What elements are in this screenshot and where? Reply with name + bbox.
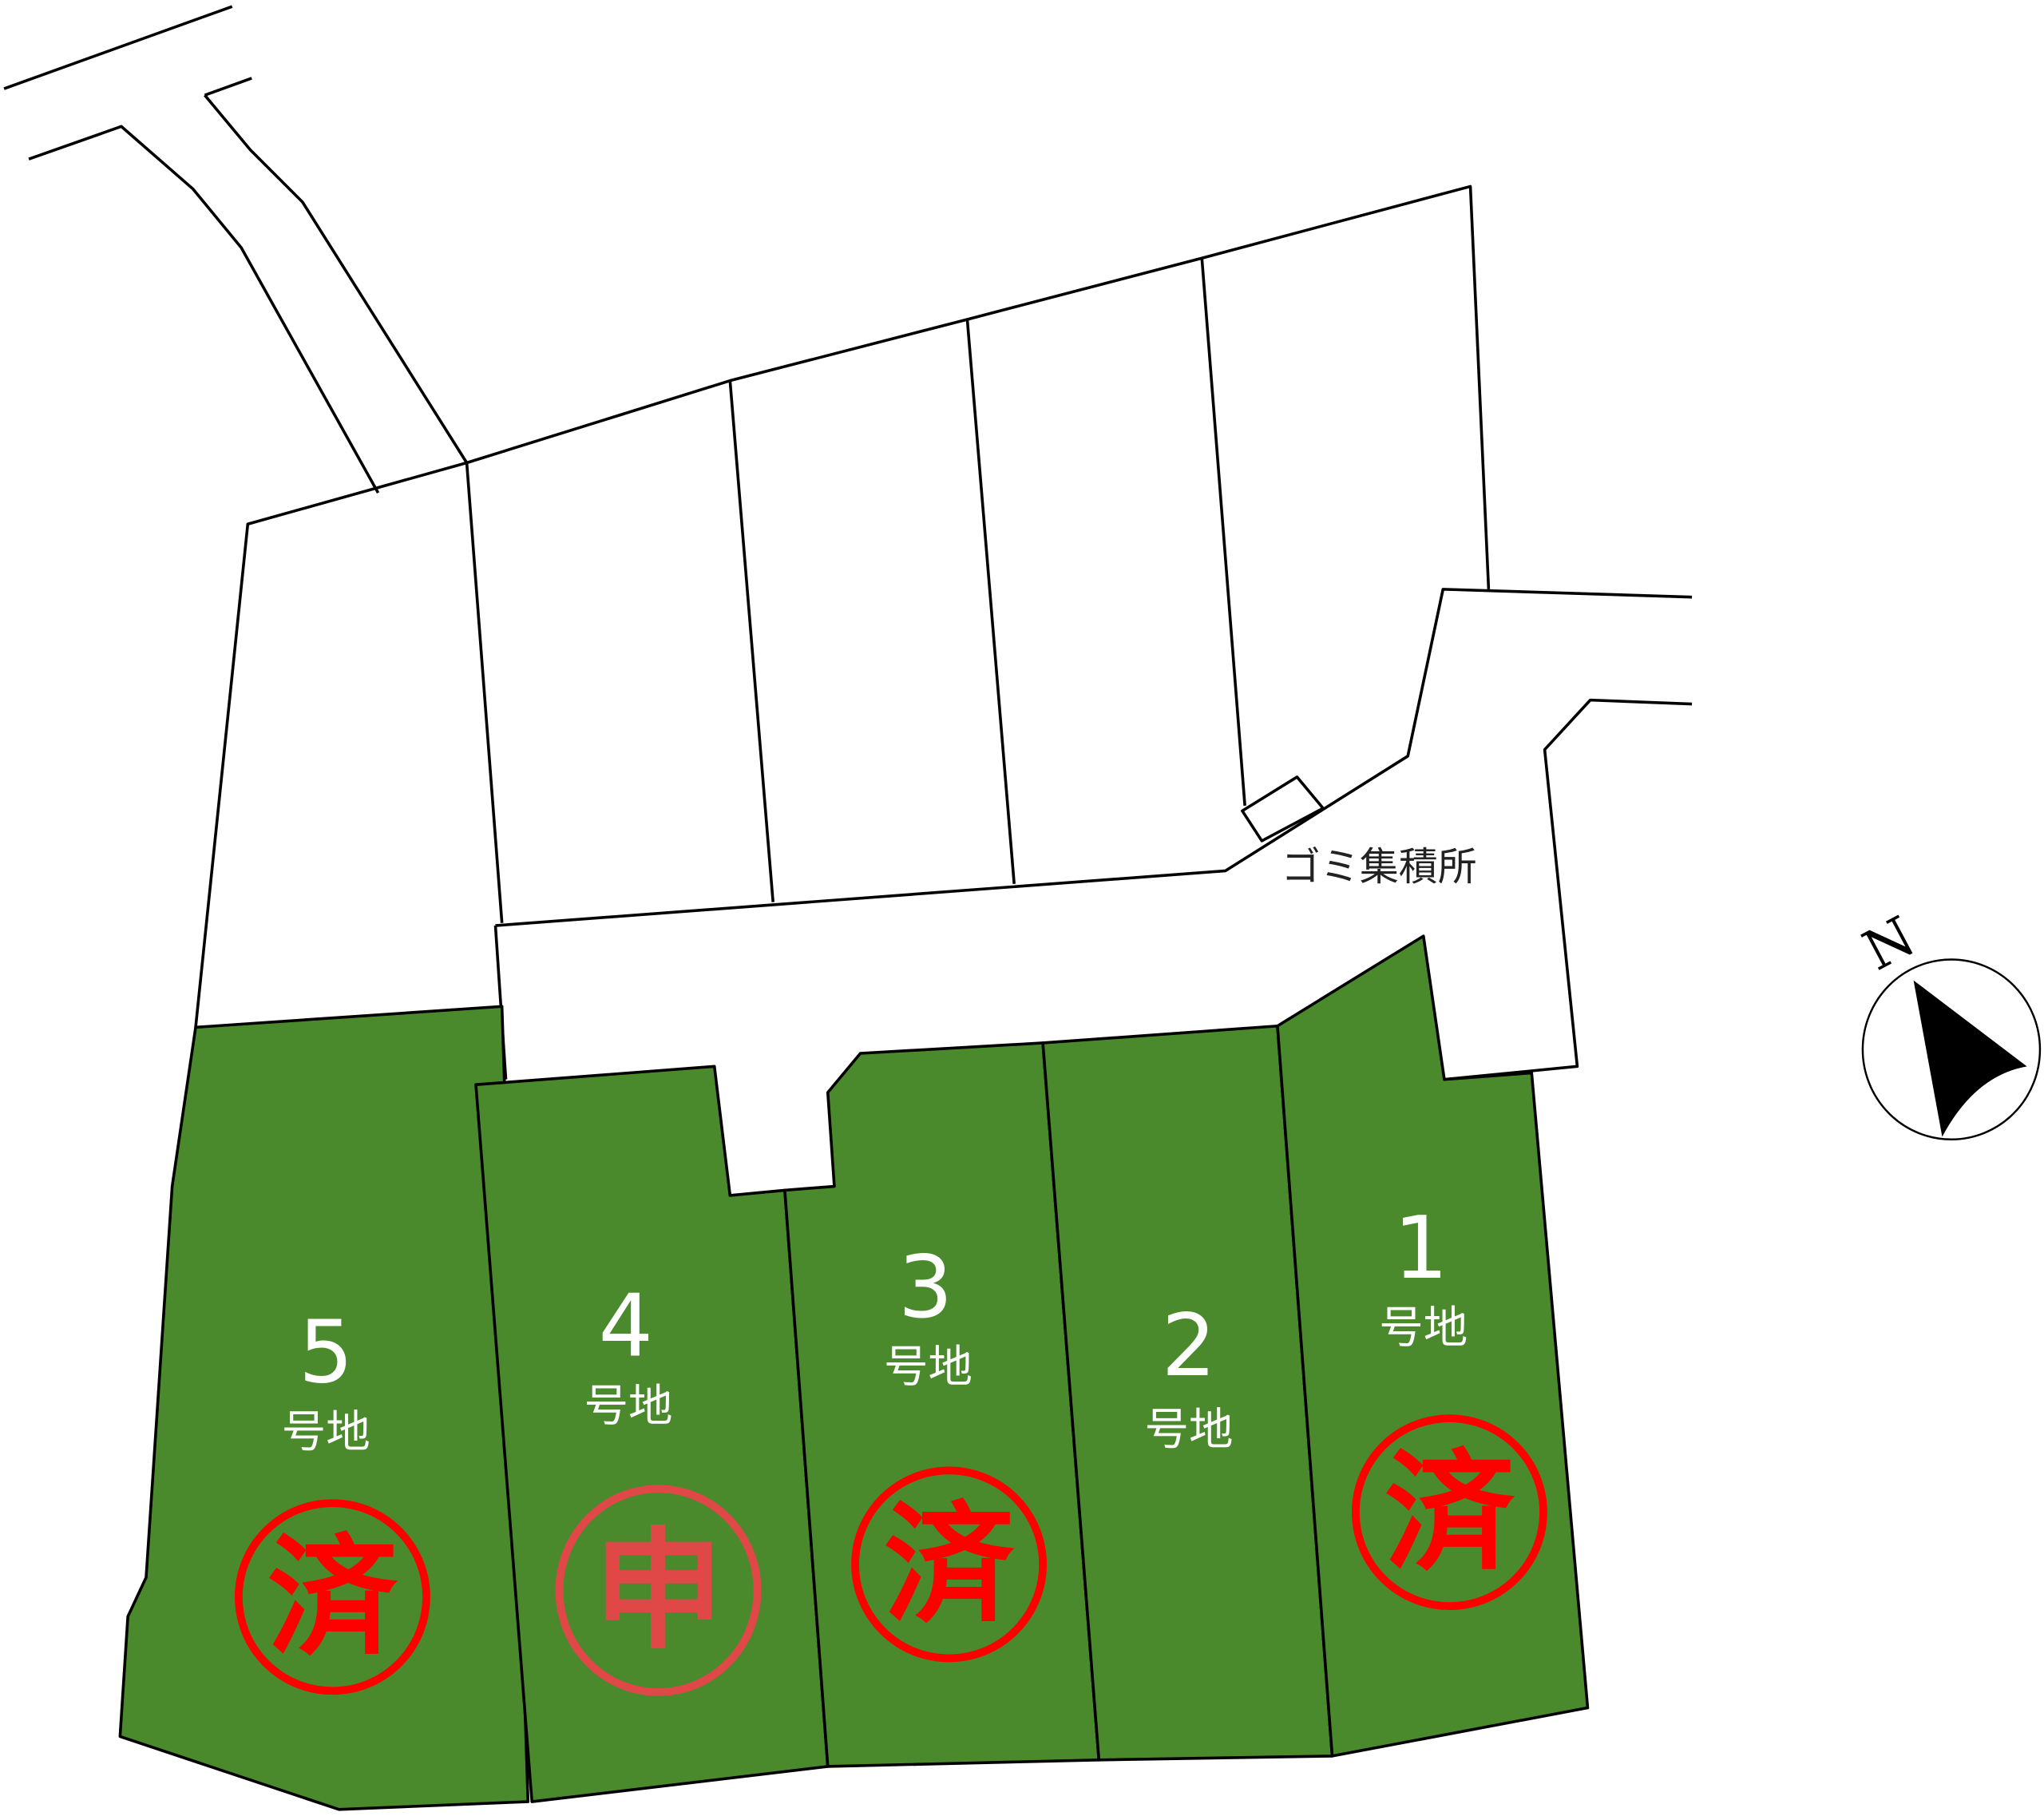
lot-3-sold-stamp: 済 [851, 1466, 1048, 1663]
svg-text:号地: 号地 [282, 1406, 370, 1458]
garbage-station-label: ゴミ集積所 [1281, 844, 1477, 890]
lot-4-label: 4 号地 [584, 1277, 672, 1433]
lot-5-label: 5 号地 [282, 1303, 370, 1458]
north-arrow-icon: N [1853, 905, 2042, 1140]
lot-1-area[interactable] [1276, 934, 1590, 1758]
access-road [3, 5, 469, 494]
svg-text:5: 5 [299, 1303, 354, 1402]
svg-text:号地: 号地 [1379, 1302, 1468, 1354]
upper-lots [194, 184, 1491, 1028]
svg-text:済: 済 [1384, 1437, 1515, 1589]
svg-text:号地: 号地 [1144, 1404, 1233, 1456]
lot-1-sold-stamp: 済 [1352, 1414, 1547, 1611]
internal-road [493, 588, 1693, 1081]
lot-3-label: 3 号地 [884, 1238, 972, 1394]
lot-5-sold-stamp: 済 [235, 1499, 430, 1695]
svg-text:1: 1 [1393, 1199, 1448, 1299]
svg-text:申: 申 [593, 1515, 723, 1667]
lot-2-label: 2 号地 [1144, 1296, 1233, 1456]
svg-text:3: 3 [898, 1238, 953, 1338]
garbage-station-box [1241, 775, 1325, 843]
lot-1-label: 1 号地 [1379, 1199, 1468, 1354]
svg-text:4: 4 [598, 1277, 653, 1377]
svg-text:号地: 号地 [884, 1341, 972, 1393]
svg-text:号地: 号地 [584, 1380, 672, 1432]
svg-text:済: 済 [884, 1489, 1015, 1641]
lot-3-area[interactable] [783, 1041, 1101, 1768]
svg-text:2: 2 [1162, 1296, 1217, 1396]
lot-4-pending-stamp: 申 [555, 1485, 762, 1696]
svg-text:済: 済 [267, 1521, 398, 1674]
